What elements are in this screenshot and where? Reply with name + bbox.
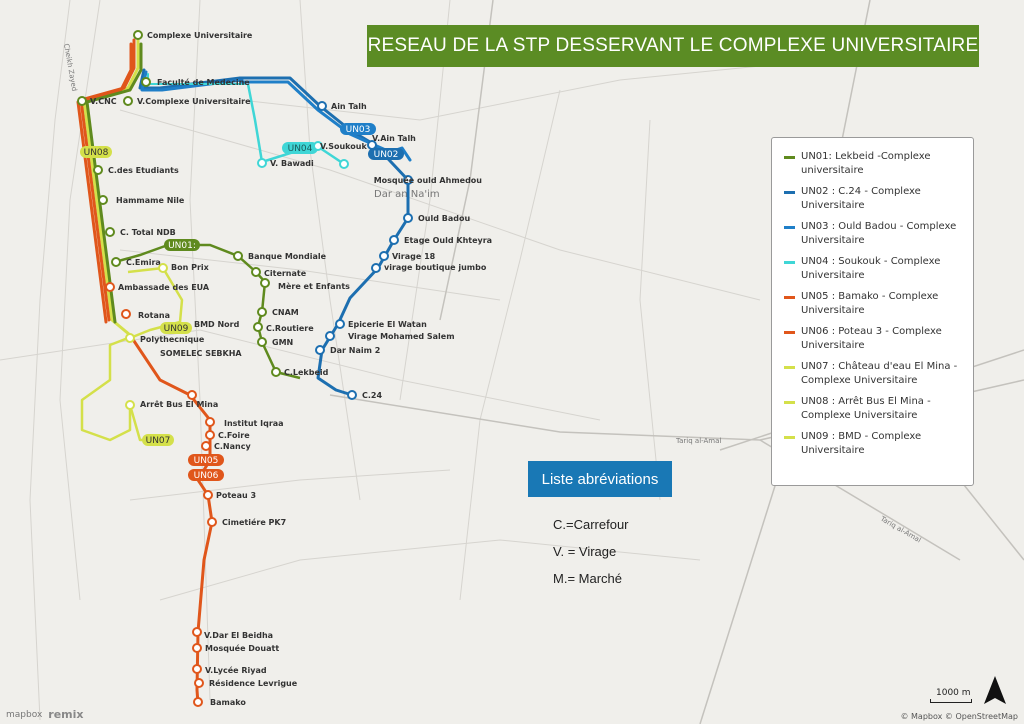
scale-label: 1000 m [936,688,971,698]
legend-label: UN04 : Soukouk - Complexe Universitaire [801,256,941,281]
stop-banque: Banque Mondiale [248,252,327,261]
route-tag-un02: UN02 [374,150,399,160]
brand: mapbox remix [6,708,83,721]
stop-arretbus: Arrêt Bus El Mina [140,399,218,409]
stop-mere: Mère et Enfants [278,281,350,291]
stop-bmdnord: BMD Nord [194,320,240,329]
legend-item-un02: UN02 : C.24 - Complexe Universitaire [784,185,965,213]
place-cheikh: Cheikh Zayed [62,43,78,92]
stop-cimetiere: Cimetiére PK7 [222,517,286,527]
legend-item-un09: UN09 : BMD - Complexe Universitaire [784,430,965,458]
legend-swatch [784,331,795,334]
legend-swatch [784,296,795,299]
stop-clekbeid: C.Lekbeid [284,368,329,377]
route-tag-un06: UN06 [194,471,219,481]
stop-mosqueeahmedou: Mosquée ould Ahmedou [374,175,483,185]
stop-cemira: C.Emira [126,258,161,267]
remix-logo[interactable]: remix [48,708,84,721]
stop-cnam: CNAM [272,308,299,317]
stop-poteau3: Poteau 3 [216,491,256,500]
stop-vbawadi: V. Bawadi [270,159,314,168]
legend-swatch [784,191,795,194]
stop-viragems: Virage Mohamed Salem [348,332,455,341]
stop-complexe: Complexe Universitaire [147,31,253,40]
stop-etage: Etage Ould Khteyra [404,236,492,245]
stop-vdar: V.Dar El Beidha [204,631,273,640]
stop-ctotal: C. Total NDB [120,228,176,237]
abbreviation-item: V. = Virage [553,544,617,559]
legend-label: UN07 : Château d'eau El Mina - Complexe … [801,361,958,386]
stop-citernate: Citernate [264,269,307,278]
stop-bonprix: Bon Prix [171,263,210,272]
stop-epicerie: Epicerie El Watan [348,320,427,329]
stop-aintalh: Ain Talh [331,102,367,111]
stop-somelec: SOMELEC SEBKHA [160,349,242,358]
stop-virage18: Virage 18 [392,252,436,261]
legend-label: UN06 : Poteau 3 - Complexe Universitaire [801,326,942,351]
stop-residence: Résidence Levrigue [209,678,298,688]
stop-polytech: Polythecnique [140,335,205,344]
stop-croutiere: C.Routiere [266,324,314,333]
legend-item-un03: UN03 : Ould Badou - Complexe Universitai… [784,220,965,248]
legend-swatch [784,261,795,264]
route-tag-un01: UN01: [168,241,196,251]
stop-ouldbadou: Ould Badou [418,214,470,223]
legend-swatch [784,366,795,369]
abbreviation-item: M.= Marché [553,571,622,586]
legend-label: UN02 : C.24 - Complexe Universitaire [801,186,921,211]
stop-vaintalh: V.Ain Talh [372,134,416,143]
stop-rotana: Rotana [138,311,170,320]
route-tag-un07: UN07 [146,436,171,446]
legend-item-un07: UN07 : Château d'eau El Mina - Complexe … [784,360,965,388]
map-title: RESEAU DE LA STP DESSERVANT LE COMPLEXE … [367,25,979,67]
stop-darnaim: Dar Naim 2 [330,346,380,355]
legend-label: UN03 : Ould Badou - Complexe Universitai… [801,221,957,246]
stop-vcomplexe: V.Complexe Universitaire [137,97,251,106]
stop-hammame: Hammame Nile [116,196,185,205]
legend-swatch [784,401,795,404]
north-arrow-icon [984,676,1006,704]
legend-label: UN09 : BMD - Complexe Universitaire [801,431,922,456]
route-tag-un04: UN04 [288,144,313,154]
stop-vlycee: V.Lycée Riyad [205,665,267,675]
stop-cnancy: C.Nancy [214,442,251,451]
mapbox-logo[interactable]: mapbox [6,709,43,720]
attribution[interactable]: © Mapbox © OpenStreetMap [900,712,1018,721]
legend-label: UN01: Lekbeid -Complexe universitaire [801,151,931,176]
stop-boutique: virage boutique jumbo [384,263,487,272]
legend-swatch [784,436,795,439]
stop-bamako: Bamako [210,698,246,707]
legend-swatch [784,226,795,229]
legend-label: UN08 : Arrêt Bus El Mina - Complexe Univ… [801,396,931,421]
place-tariq1: Tariq al-Amal [675,437,721,445]
stop-cetudiants: C.des Etudiants [108,166,179,175]
stop-vsoukouk: V.Soukouk [320,142,367,151]
route-tag-un09: UN09 [164,324,189,334]
abbreviation-item: C.=Carrefour [553,517,629,532]
stop-mosqueedouatt: Mosquée Douatt [205,643,279,653]
legend-item-un01: UN01: Lekbeid -Complexe universitaire [784,150,965,178]
legend-item-un04: UN04 : Soukouk - Complexe Universitaire [784,255,965,283]
stop-faculte: Faculté de Medecine [157,77,250,87]
stop-cfoire: C.Foire [218,431,250,440]
stop-ambassade: Ambassade des EUA [118,283,210,292]
place-tariq2: Tariq al-Amal [878,514,922,544]
legend-item-un05: UN05 : Bamako - Complexe Universitaire [784,290,965,318]
stop-vcnc: V.CNC [90,97,117,106]
route-tag-un05: UN05 [194,456,219,466]
legend-swatch [784,156,795,159]
route-tag-un03: UN03 [346,125,371,135]
legend-item-un06: UN06 : Poteau 3 - Complexe Universitaire [784,325,965,353]
stop-c24: C.24 [362,391,382,400]
scale-bar [930,699,972,703]
place-darnaim: Dar an Na'im [374,189,440,200]
abbreviations-title: Liste abréviations [528,461,672,497]
legend-label: UN05 : Bamako - Complexe Universitaire [801,291,939,316]
stop-institut: Institut Iqraa [224,419,284,428]
legend-item-un08: UN08 : Arrêt Bus El Mina - Complexe Univ… [784,395,965,423]
stop-gmn: GMN [272,338,293,347]
route-tag-un08: UN08 [84,148,109,158]
